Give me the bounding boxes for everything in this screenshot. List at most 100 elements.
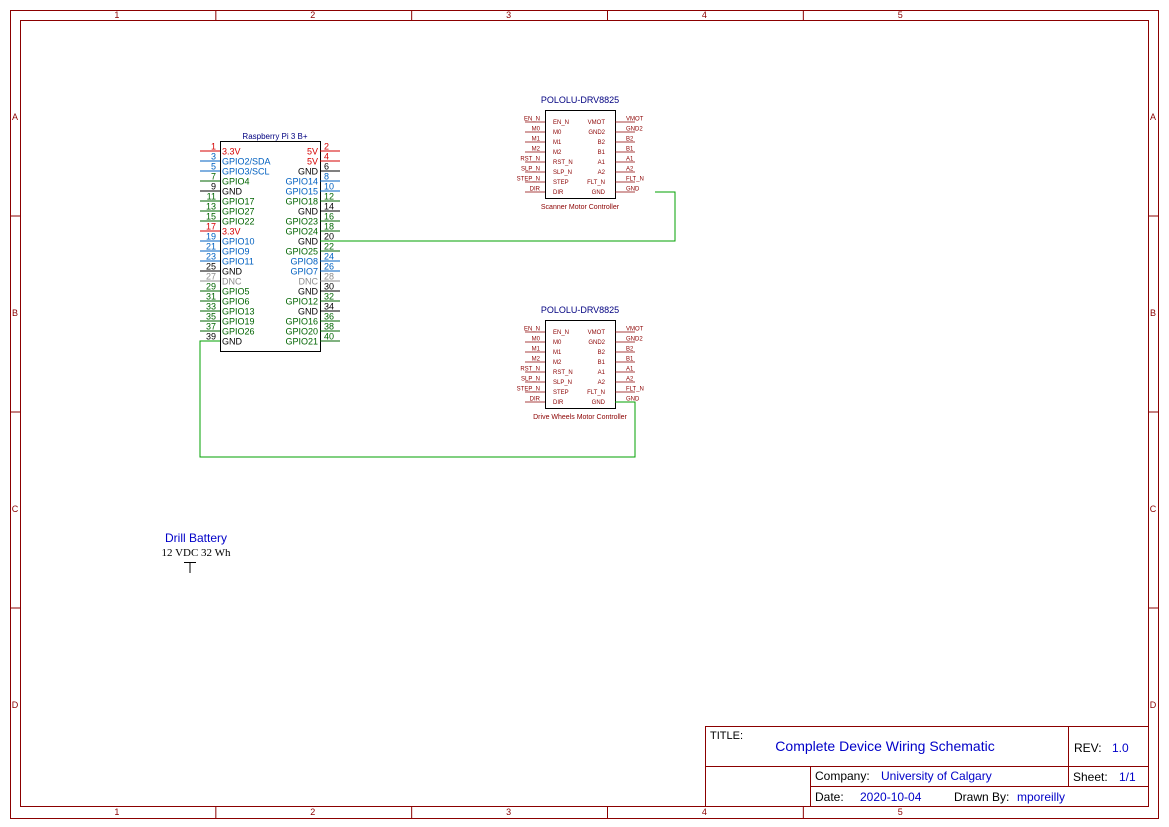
rpi-pin-number: 26: [324, 262, 334, 272]
drawn-by-label: Drawn By:: [954, 790, 1009, 804]
rpi-pin-number: 1: [211, 142, 216, 152]
driver-pin-outer-right: B1: [626, 147, 634, 153]
rpi-pin-number: 28: [324, 272, 334, 282]
driver-pin-inner-right: B1: [598, 360, 606, 366]
row-marker-left: D: [12, 700, 19, 710]
driver-pin-inner-left: M0: [553, 130, 562, 136]
battery-name: Drill Battery: [165, 531, 227, 545]
row-marker-right: B: [1150, 308, 1156, 318]
rpi-pin-label: 3.3V: [222, 227, 241, 237]
driver-pin-inner-left: M2: [553, 360, 562, 366]
rpi-pin-label: 3.3V: [222, 147, 241, 157]
rpi-pin-number: 32: [324, 292, 334, 302]
rpi-pin-number: 23: [206, 252, 216, 262]
wire-drive-gnd: [199, 340, 636, 458]
rpi-pin-label: GPIO11: [222, 257, 254, 267]
rpi-pin-label: DNC: [299, 277, 319, 287]
title-label: TITLE:: [710, 730, 743, 742]
rpi-pin-label: GPIO22: [222, 217, 255, 227]
column-marker-top: 1: [114, 10, 119, 20]
rpi-pin-label: GPIO5: [222, 287, 250, 297]
rpi-pin-number: 3: [211, 152, 216, 162]
rpi-pin-number: 14: [324, 202, 334, 212]
row-marker-right: C: [1150, 504, 1157, 514]
driver-pin-outer-right: VMOT: [626, 327, 644, 333]
rpi-pin-label: GPIO14: [285, 177, 318, 187]
rpi-pin-number: 40: [324, 332, 334, 342]
driver-pin-inner-left: RST_N: [553, 370, 573, 376]
row-marker-right: D: [1150, 700, 1157, 710]
rpi-pin-number: 21: [206, 242, 216, 252]
title-block-text: TITLE: Complete Device Wiring Schematic …: [710, 730, 1136, 804]
rpi-pin-label: GPIO16: [285, 317, 318, 327]
rpi-pin-number: 30: [324, 282, 334, 292]
sheet-value: 1/1: [1119, 770, 1136, 784]
driver-pin-outer-left: DIR: [530, 397, 541, 403]
driver-pin-outer-left: STEP_N: [517, 387, 540, 393]
column-marker-bottom: 4: [702, 807, 707, 817]
rpi-pin-label: GND: [298, 307, 319, 317]
driver-pin-outer-left: EN_N: [524, 327, 540, 333]
driver-pin-outer-right: GND: [626, 397, 640, 403]
driver-pin-outer-left: RST_N: [520, 157, 540, 163]
rpi-pin-label: GPIO24: [285, 227, 318, 237]
driver-pin-inner-right: B1: [598, 150, 606, 156]
rpi-pin-number: 12: [324, 192, 334, 202]
rpi-pin-number: 37: [206, 322, 216, 332]
column-marker-top: 2: [310, 10, 315, 20]
rpi-pin-number: 34: [324, 302, 334, 312]
rpi-pin-label: GPIO23: [285, 217, 318, 227]
rpi-pin-label: GPIO4: [222, 177, 250, 187]
driver-pin-inner-right: GND: [592, 190, 606, 196]
driver-pin-outer-right: A2: [626, 377, 634, 383]
rpi-pin-label: GPIO13: [222, 307, 255, 317]
rpi-pin-number: 7: [211, 172, 216, 182]
column-marker-bottom: 2: [310, 807, 315, 817]
driver-pin-inner-left: STEP: [553, 180, 569, 186]
rpi-pin-label: GPIO15: [285, 187, 318, 197]
rpi-pin-label: GPIO9: [222, 247, 250, 257]
rpi-pin-number: 29: [206, 282, 216, 292]
rpi-pin-label: GPIO2/SDA: [222, 157, 271, 167]
driver-pin-outer-left: M0: [532, 337, 541, 343]
driver-pin-inner-left: SLP_N: [553, 380, 572, 386]
driver-pin-outer-right: B1: [626, 357, 634, 363]
driver-pin-outer-right: GND: [626, 187, 640, 193]
battery-value: 12 VDC 32 Wh: [162, 547, 231, 559]
row-marker-left: A: [12, 112, 18, 122]
drawing-title: Complete Device Wiring Schematic: [775, 738, 994, 754]
driver-pin-inner-right: B2: [598, 350, 606, 356]
rpi-pin-number: 16: [324, 212, 334, 222]
rev-value: 1.0: [1112, 741, 1129, 755]
driver-pin-outer-right: A1: [626, 157, 634, 163]
driver-caption: Scanner Motor Controller: [541, 204, 620, 211]
sheet-frame: [10, 10, 1159, 819]
driver-pin-inner-right: A2: [598, 170, 606, 176]
driver-pin-inner-left: EN_N: [553, 120, 569, 126]
rpi-body: [220, 141, 321, 352]
rpi-pin-label: GPIO10: [222, 237, 255, 247]
driver-body: [545, 320, 616, 409]
driver-pin-inner-left: DIR: [553, 400, 564, 406]
rpi-pin-4: 45V: [307, 152, 340, 167]
